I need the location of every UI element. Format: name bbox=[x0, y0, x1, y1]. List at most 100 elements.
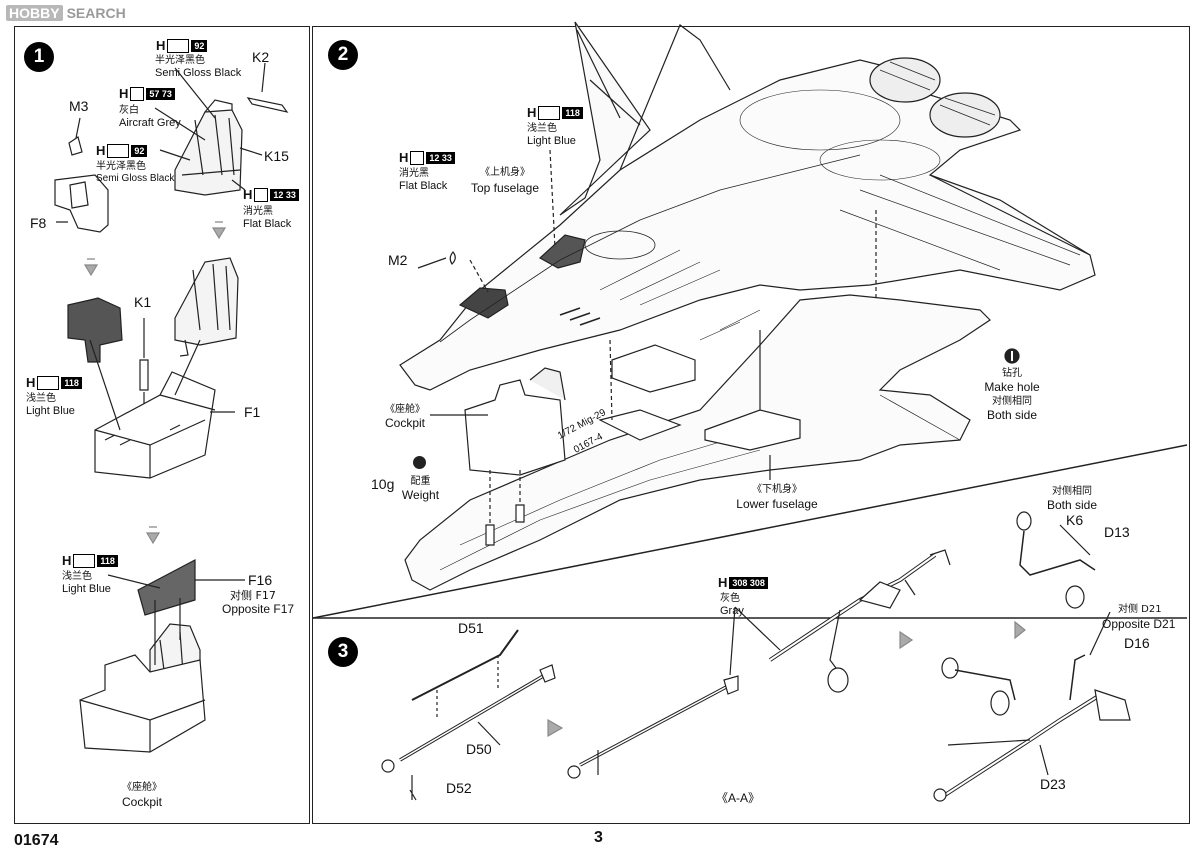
paint-code: 118 bbox=[61, 376, 82, 389]
weight-en: Weight bbox=[401, 488, 440, 502]
cockpit-cn-step2: 《座舱》 bbox=[385, 404, 425, 415]
paint-letter: H bbox=[156, 38, 166, 53]
watermark-brand: HOBBY bbox=[6, 5, 63, 21]
paint-code: 92 bbox=[131, 144, 148, 157]
part-k15: K15 bbox=[264, 148, 289, 164]
paint-code: 12 33 bbox=[426, 151, 455, 164]
lower-fuselage-en: Lower fuselage bbox=[736, 497, 818, 511]
part-k2: K2 bbox=[252, 49, 270, 65]
paint-letter: H bbox=[96, 143, 106, 158]
part-f8: F8 bbox=[30, 215, 47, 231]
step2-3-panel bbox=[312, 26, 1190, 824]
paint-en-mid: Semi Gloss Black bbox=[96, 173, 175, 184]
top-fuselage-en: Top fuselage bbox=[470, 181, 540, 195]
part-m3: M3 bbox=[69, 98, 89, 114]
k6-both-en: Both side bbox=[1046, 498, 1098, 512]
paint-letter: H bbox=[527, 105, 537, 120]
paint-en-blue-step2: Light Blue bbox=[527, 135, 576, 147]
part-d13: D13 bbox=[1104, 524, 1130, 540]
paint-code: 118 bbox=[97, 554, 118, 567]
drill-both-en: Both side bbox=[986, 408, 1038, 422]
paint-letter: H bbox=[26, 375, 36, 390]
drill-cn: 钻孔 bbox=[1002, 368, 1022, 379]
paint-letter: H bbox=[399, 150, 409, 165]
paint-code: 12 33 bbox=[270, 188, 299, 201]
drill-both-cn: 对侧相同 bbox=[992, 396, 1032, 407]
paint-cn-mid: 半光泽黑色 bbox=[96, 161, 146, 172]
paint-swatch bbox=[167, 38, 190, 53]
paint-en-grey: Aircraft Grey bbox=[119, 117, 181, 129]
paint-code-flat-step2: H 12 33 bbox=[399, 150, 455, 165]
part-m2: M2 bbox=[388, 252, 408, 268]
paint-code: 118 bbox=[562, 106, 583, 119]
top-fuselage-cn: 《上机身》 bbox=[480, 167, 530, 178]
step1-panel bbox=[14, 26, 310, 824]
paint-cn-blue1: 浅兰色 bbox=[26, 393, 56, 404]
paint-en-blue2: Light Blue bbox=[62, 583, 111, 595]
opposite-d21-cn: 对侧 D21 bbox=[1118, 604, 1162, 615]
cockpit-en-step2: Cockpit bbox=[384, 416, 425, 430]
part-f16: F16 bbox=[248, 572, 273, 588]
part-d16: D16 bbox=[1124, 635, 1150, 651]
cockpit-cn-step1: 《座舱》 bbox=[122, 782, 162, 793]
paint-en-flat-step2: Flat Black bbox=[399, 180, 448, 192]
paint-letter: H bbox=[243, 187, 253, 202]
drill-en: Make hole bbox=[984, 380, 1040, 394]
part-k6: K6 bbox=[1066, 512, 1084, 528]
paint-code-gray: H 308 308 bbox=[718, 575, 768, 590]
paint-cn-blue2: 浅兰色 bbox=[62, 571, 92, 582]
paint-swatch bbox=[410, 150, 425, 165]
paint-en-top: Semi Gloss Black bbox=[155, 67, 242, 79]
weight-grams: 10g bbox=[371, 476, 395, 492]
part-d52: D52 bbox=[446, 780, 472, 796]
paint-code-blue1: H 118 bbox=[26, 375, 82, 390]
watermark-logo: HOBBY SEARCH bbox=[6, 5, 126, 21]
opposite-f17-en: Opposite F17 bbox=[222, 602, 295, 616]
paint-swatch bbox=[538, 105, 561, 120]
paint-code-h92-mid: H 92 bbox=[96, 143, 148, 158]
part-k1: K1 bbox=[134, 294, 152, 310]
paint-code: 92 bbox=[191, 39, 208, 52]
lower-fuselage-cn: 《下机身》 bbox=[752, 484, 802, 495]
paint-cn-flat: 消光黑 bbox=[243, 206, 273, 217]
paint-swatch bbox=[73, 553, 96, 568]
paint-code-h92-top: H 92 bbox=[156, 38, 208, 53]
paint-en-gray: Gray bbox=[720, 605, 744, 617]
cockpit-en-step1: Cockpit bbox=[121, 795, 162, 809]
paint-swatch bbox=[254, 187, 269, 202]
part-d50: D50 bbox=[466, 741, 492, 757]
product-code: 01674 bbox=[14, 832, 59, 849]
paint-swatch bbox=[130, 86, 145, 101]
paint-letter: H bbox=[62, 553, 72, 568]
step-number-3: 3 bbox=[328, 637, 358, 667]
k6-both-cn: 对侧相同 bbox=[1052, 486, 1092, 497]
paint-code-blue2: H 118 bbox=[62, 553, 118, 568]
paint-cn-gray: 灰色 bbox=[720, 593, 740, 604]
page-number: 3 bbox=[594, 829, 603, 846]
paint-code: 308 308 bbox=[729, 576, 768, 589]
paint-code: 57 73 bbox=[146, 87, 175, 100]
step-number-2: 2 bbox=[328, 40, 358, 70]
step-number-1: 1 bbox=[24, 42, 54, 72]
opposite-d21-en: Opposite D21 bbox=[1102, 617, 1176, 631]
paint-code-blue-step2: H 118 bbox=[527, 105, 583, 120]
paint-code-grey: H 57 73 bbox=[119, 86, 175, 101]
paint-cn-top: 半光泽黑色 bbox=[155, 55, 205, 66]
weight-icon bbox=[413, 456, 426, 469]
paint-swatch bbox=[107, 143, 130, 158]
section-a-a: 《A-A》 bbox=[715, 791, 760, 805]
paint-cn-flat-step2: 消光黑 bbox=[399, 168, 429, 179]
paint-en-blue1: Light Blue bbox=[26, 405, 75, 417]
part-f1: F1 bbox=[244, 404, 261, 420]
paint-code-flat: H 12 33 bbox=[243, 187, 299, 202]
paint-letter: H bbox=[718, 575, 728, 590]
part-d51: D51 bbox=[458, 620, 484, 636]
paint-swatch bbox=[37, 375, 60, 390]
paint-cn-blue-step2: 浅兰色 bbox=[527, 123, 557, 134]
part-d23: D23 bbox=[1040, 776, 1066, 792]
weight-cn: 配重 bbox=[410, 476, 431, 487]
paint-cn-grey: 灰白 bbox=[119, 105, 139, 116]
paint-en-flat: Flat Black bbox=[243, 218, 292, 230]
opposite-f17-cn: 对侧 F17 bbox=[230, 589, 276, 602]
